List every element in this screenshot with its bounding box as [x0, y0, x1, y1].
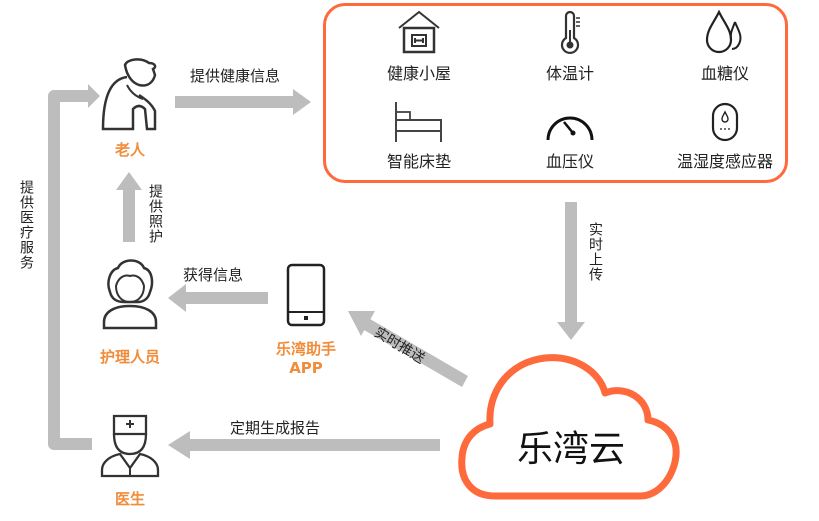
- label-periodic-report: 定期生成报告: [230, 419, 321, 437]
- device-thermometer: 体温计: [500, 8, 640, 84]
- app-label-line2: APP: [289, 359, 323, 377]
- blood-drop-icon: [705, 9, 742, 54]
- thermometer-icon: [560, 10, 580, 55]
- devices-box: [323, 3, 788, 183]
- device-blood-pressure: 血压仪: [500, 106, 640, 172]
- device-health-house: 健康小屋: [349, 8, 489, 84]
- device-label: 血压仪: [545, 152, 594, 171]
- humidity-sensor-icon: [711, 102, 739, 142]
- arrow-provide-medical: [48, 84, 100, 450]
- caregiver-node: 护理人员: [95, 258, 165, 367]
- elder-label: 老人: [114, 141, 145, 159]
- doctor-node: 医生: [95, 412, 165, 509]
- bed-icon: [395, 102, 442, 142]
- doctor-label: 医生: [114, 490, 145, 508]
- device-label: 智能床垫: [386, 152, 451, 171]
- arrow-provide-care: [116, 172, 142, 242]
- device-label: 温湿度感应器: [676, 152, 773, 171]
- arrow-periodic-report: [168, 431, 440, 459]
- gauge-icon: [546, 116, 594, 141]
- arrow-provide-health-info: [175, 89, 311, 115]
- device-label: 健康小屋: [386, 64, 451, 83]
- arrow-realtime-push: [348, 311, 468, 387]
- elderly-person-icon: [101, 58, 157, 131]
- label-get-info: 获得信息: [183, 266, 244, 284]
- health-house-icon: [398, 10, 440, 54]
- arrow-realtime-upload: [557, 202, 585, 340]
- caregiver-icon: [102, 259, 158, 330]
- app-node: 乐湾助手 APP: [266, 262, 346, 377]
- arrow-get-info: [168, 284, 268, 312]
- elder-node: 老人: [95, 55, 165, 160]
- device-label: 血糖仪: [700, 64, 749, 83]
- doctor-icon: [100, 414, 160, 478]
- device-humidity-sensor: 温湿度感应器: [655, 98, 795, 172]
- app-label-line1: 乐湾助手: [275, 340, 336, 358]
- label-provide-health-info: 提供健康信息: [190, 67, 281, 85]
- caregiver-label: 护理人员: [99, 348, 160, 366]
- device-label: 体温计: [545, 64, 594, 83]
- label-provide-medical: 提供医疗服务: [18, 180, 34, 270]
- device-smart-mattress: 智能床垫: [349, 98, 489, 172]
- label-realtime-upload: 实时上传: [587, 222, 603, 282]
- cloud-label: 乐湾云: [516, 429, 625, 470]
- device-glucose-meter: 血糖仪: [655, 8, 795, 84]
- label-provide-care: 提供照护: [147, 184, 163, 244]
- smartphone-icon: [286, 263, 326, 327]
